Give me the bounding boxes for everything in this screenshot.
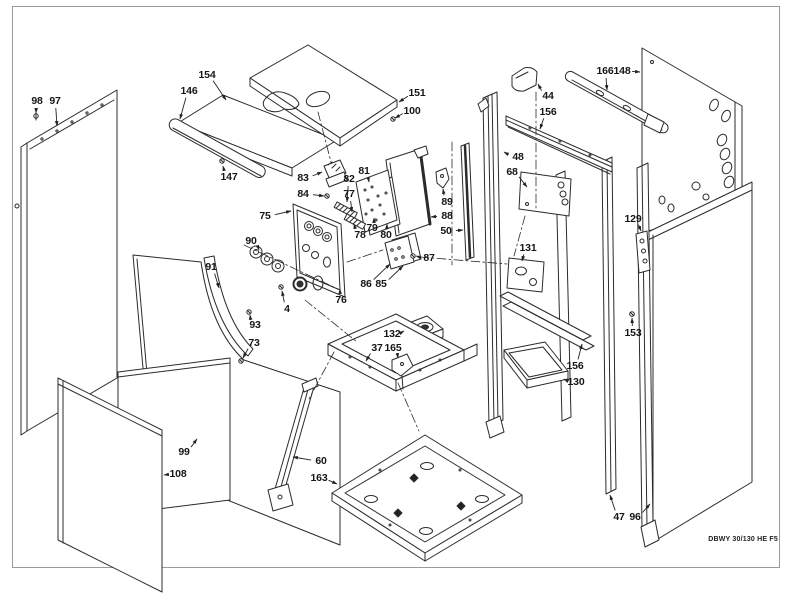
frame-37 (327, 313, 478, 392)
leader-line-84 (312, 193, 325, 198)
screw-153 (629, 311, 635, 317)
junction-plate-68 (518, 171, 572, 217)
leader-line-78 (353, 223, 357, 230)
leader-line-131 (521, 254, 526, 262)
leader-line-89 (442, 188, 446, 196)
leg-60 (267, 377, 319, 512)
cross-rail-156-top (505, 115, 613, 175)
screw-84 (324, 193, 330, 199)
bracket-89 (435, 167, 450, 189)
leader-line-154 (212, 80, 227, 101)
leader-line-93 (248, 314, 253, 321)
leader-line-91 (214, 273, 220, 289)
leader-line-96 (642, 503, 651, 513)
leader-line-86 (373, 263, 391, 280)
leader-line-60 (292, 456, 312, 461)
mount-plate-86-85 (384, 232, 422, 270)
screw-147 (219, 158, 225, 164)
leader-line-85 (388, 265, 404, 280)
leader-line-77 (349, 200, 354, 213)
screw-4 (278, 284, 284, 290)
base-pan-163 (331, 434, 523, 562)
leader-line-151 (398, 95, 409, 103)
terminal-plate-81 (355, 169, 401, 236)
drawing-code-text: DBWY 30/130 HE F5 (708, 536, 778, 543)
leader-line-47 (609, 494, 616, 511)
leader-line-166 (604, 77, 609, 91)
leader-line-147 (222, 165, 226, 172)
curved-strip-91 (203, 255, 254, 357)
leader-line-73 (242, 348, 249, 359)
leader-line-146 (179, 97, 187, 120)
rear-upper-panel-148 (641, 47, 743, 233)
leader-line-44 (537, 83, 542, 91)
hinge-bracket-129 (635, 230, 651, 274)
leader-line-130 (563, 378, 570, 384)
trim-strip-47 (601, 156, 617, 495)
leader-line-129 (637, 224, 642, 232)
top-brace-166 (564, 70, 669, 134)
leader-line-81 (366, 176, 370, 183)
leader-line-68 (518, 176, 528, 188)
leader-line-99 (190, 438, 198, 448)
leader-line-37 (365, 353, 371, 362)
front-panel-108 (57, 377, 163, 593)
top-cover-154 (249, 44, 398, 147)
leader-line-87 (415, 255, 422, 260)
bracket-131 (506, 257, 545, 293)
page-border (12, 6, 780, 568)
leader-line-163 (328, 479, 338, 485)
bracket-165 (391, 353, 414, 390)
cross-rail-156-lower (499, 291, 595, 351)
leader-line-165 (395, 352, 400, 359)
partition-strip (555, 170, 572, 422)
leader-line-88 (430, 214, 438, 219)
leader-line-90 (255, 244, 260, 251)
center-lines (243, 91, 537, 432)
leader-line-108 (163, 472, 170, 477)
leader-line-148 (631, 69, 641, 74)
leader-line-156 (577, 343, 583, 360)
shelf-130 (503, 341, 569, 389)
control-box-83 (323, 159, 348, 188)
leader-line-132 (398, 330, 405, 336)
leader-line-4 (281, 290, 285, 303)
leader-line-48 (503, 151, 510, 157)
rear-left-panel (14, 89, 118, 436)
leader-line-83 (312, 171, 323, 177)
strip-50 (460, 142, 475, 261)
leader-line-82 (345, 185, 350, 203)
knobs-90 (249, 245, 285, 273)
leader-line-156 (539, 118, 545, 130)
channel-48 (477, 91, 505, 439)
spring-82 (333, 201, 367, 230)
bracket-44 (511, 67, 538, 92)
screw-93 (246, 309, 252, 315)
screw-73 (238, 358, 244, 364)
leader-line-100 (394, 113, 403, 119)
leader-line-97 (54, 107, 59, 127)
leader-line-75 (274, 210, 292, 216)
screw-87 (410, 253, 416, 259)
leader-line-50 (455, 228, 464, 233)
screw-100 (390, 116, 396, 122)
